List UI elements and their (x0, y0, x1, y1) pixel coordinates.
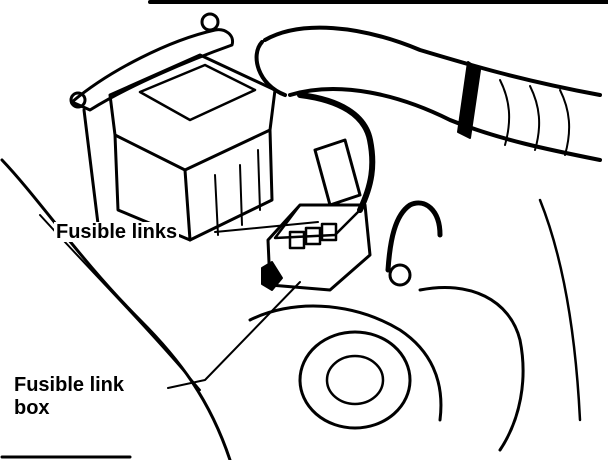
wiring-harness (297, 92, 376, 213)
battery-ribs (214, 149, 261, 236)
pulley-hub (325, 354, 385, 406)
strut-tower (418, 285, 525, 452)
holddown-bolt-left (69, 91, 87, 109)
fusible-link-3 (320, 222, 338, 242)
right-lower-edge (538, 198, 582, 422)
leader-fusible-link-box (167, 281, 301, 389)
upper-hose (263, 25, 602, 97)
fusible-link-1 (288, 230, 306, 250)
label-fusible-link-box-line1: Fusible link (12, 374, 127, 396)
battery-top-cap (138, 63, 257, 122)
hose-ribbing (499, 79, 571, 156)
box-latch (261, 261, 283, 291)
pulley (298, 330, 412, 430)
battery-top (108, 53, 277, 172)
fusible-link-2 (304, 226, 322, 246)
holddown-rod (82, 108, 102, 242)
label-fusible-links: Fusible links (54, 221, 180, 243)
pipe-fitting (388, 263, 412, 287)
harness-connector (313, 138, 362, 207)
leader-fusible-links (214, 221, 319, 233)
label-fusible-link-box-line2: box (12, 397, 52, 419)
fusible-link-box-body (266, 203, 372, 292)
holddown-bolt-right (200, 12, 220, 32)
upper-hose-lower-edge (288, 87, 602, 162)
fender-outline (0, 158, 232, 460)
vacuum-pipe (385, 200, 443, 273)
hose-end-left (254, 40, 287, 97)
lower-engine-outline (248, 304, 443, 422)
hose-clamp (457, 61, 481, 139)
